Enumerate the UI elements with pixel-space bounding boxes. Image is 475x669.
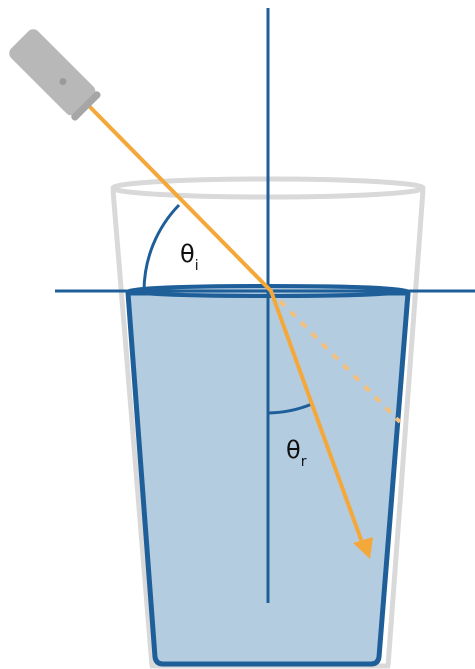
laser-beam [88, 105, 373, 559]
incidence-angle-label: θi [180, 240, 199, 274]
refracted-ray [269, 289, 365, 547]
glass-wall-left [110, 189, 155, 667]
arrowhead-icon [353, 537, 373, 559]
laser-pointer-icon [9, 29, 101, 121]
laser-pointer-tip [71, 91, 101, 121]
laser-pointer-body [9, 29, 96, 116]
incidence-angle-arc [142, 203, 181, 292]
refraction-angle-label: θr [286, 436, 307, 470]
glass-wall-right [385, 189, 426, 667]
axes [55, 8, 475, 603]
laser-pointer-button [59, 78, 67, 86]
incident-ray [88, 105, 273, 293]
